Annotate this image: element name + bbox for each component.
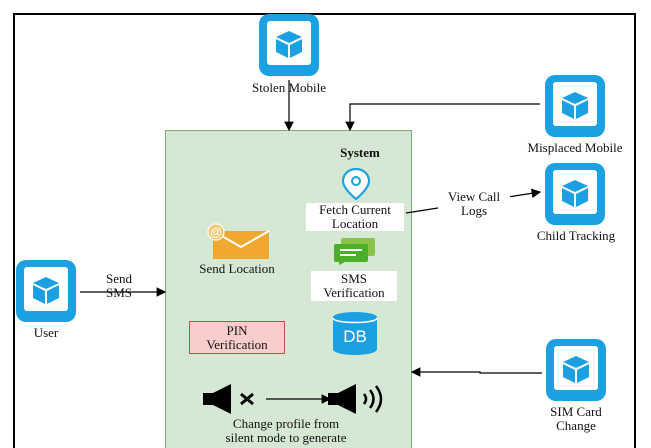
send-location-label: Send Location (199, 261, 275, 276)
phone-icon (259, 14, 319, 76)
misplaced-mobile-label: Misplaced Mobile (527, 140, 623, 155)
database-icon (332, 312, 378, 355)
view-call-logs-line1: View Call (447, 189, 501, 204)
change-profile-line1: Change profile from (232, 416, 340, 431)
sms-verification-line2: Verification (323, 285, 385, 300)
sim-card-change-line2: Change (556, 418, 596, 433)
phone-icon (546, 339, 606, 401)
phone-icon (545, 163, 605, 225)
change-profile-line2: silent mode to generate (225, 430, 347, 445)
system-title: System (340, 145, 380, 160)
fetch-label-bg (306, 203, 404, 231)
speaker-muted-icon (203, 384, 254, 414)
sms-verification-line1: SMS (340, 271, 368, 286)
edge-sim-to-system (410, 367, 542, 377)
view-call-logs-line2: Logs (461, 203, 487, 218)
sms-label-bg (311, 271, 397, 301)
pin-verification-line2: Verification (206, 337, 268, 352)
phone-icon (16, 260, 76, 322)
sim-card-change-line1: SIM Card (550, 404, 602, 419)
chat-icon (334, 238, 375, 265)
edge-misplaced-to-system (345, 103, 540, 132)
pin-verification-box: PIN Verification (189, 321, 285, 354)
location-pin-icon (341, 167, 371, 201)
speaker-sound-icon (328, 384, 383, 414)
stolen-mobile-label: Stolen Mobile (251, 80, 327, 95)
send-sms-line2: SMS (105, 285, 133, 300)
fetch-location-line2: Location (331, 216, 379, 231)
send-sms-line1: Send (106, 271, 132, 286)
child-tracking-label: Child Tracking (536, 228, 616, 243)
envelope-icon: @ (207, 223, 270, 259)
phone-icon (545, 75, 605, 137)
db-label: DB (343, 327, 367, 346)
pin-verification-line1: PIN (226, 323, 248, 338)
outer-frame (13, 13, 636, 448)
svg-text:@: @ (210, 225, 222, 239)
user-label: User (33, 325, 59, 340)
fetch-location-line1: Fetch Current (319, 202, 391, 217)
viewcall-label-bg (438, 189, 510, 217)
